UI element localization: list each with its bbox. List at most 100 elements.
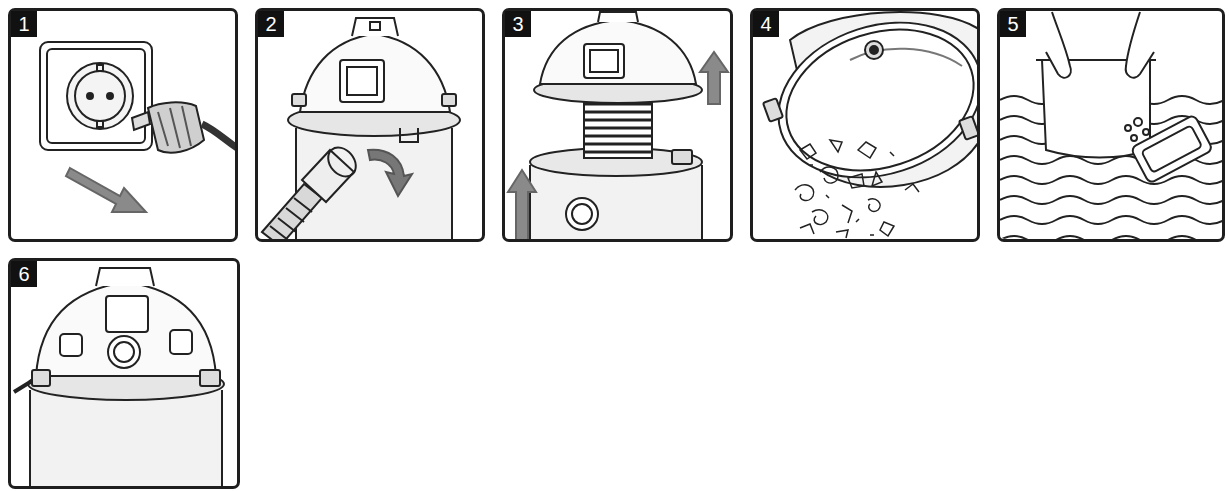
bubble [1125,125,1131,131]
handle [352,18,398,36]
motor-head [36,282,216,376]
empty-tank-illustration [758,11,977,238]
filter-pleats [584,104,652,152]
step-number: 5 [1007,14,1018,34]
unplug-illustration [40,42,235,212]
step-number: 4 [760,14,771,34]
debris [905,184,919,192]
handle [598,12,638,22]
step-number: 2 [265,14,276,34]
bubble [1143,129,1149,135]
switch-panel [340,60,384,102]
tank [296,128,452,239]
step-panel: 1 [8,8,238,242]
debris [842,205,852,223]
step-badge: 6 [11,261,37,287]
hose [262,184,322,239]
inlet [323,142,362,182]
hose-rings [270,198,312,239]
debris [858,142,876,158]
water [1000,216,1222,224]
water [1000,236,1222,239]
clip [200,370,220,386]
step-badge: 4 [753,11,779,37]
inlet-inner [572,204,592,224]
clip [292,94,306,106]
clip [442,94,456,106]
debris [795,185,814,201]
bubble [1134,118,1142,126]
float [865,41,883,59]
debris [810,152,894,235]
debris [880,222,894,236]
hand [1046,12,1071,78]
debris [800,144,816,159]
step-number: 3 [512,14,523,34]
hand [1126,12,1154,78]
switch-panel [584,44,624,78]
filter-cartridge [1131,115,1213,184]
step-panel: 5 [997,8,1225,242]
socket-hole [87,93,93,99]
plug-grip [158,106,191,148]
handle-grip [370,22,380,30]
debris [820,167,838,183]
earth-clip [97,121,103,127]
up-arrow [700,52,728,104]
lift-head-illustration [508,12,728,239]
bubble [1131,135,1137,141]
step-panel: 2 [255,8,485,242]
tank [30,390,222,486]
step-badge: 2 [258,11,284,37]
motor-head [300,34,450,112]
outlet-inner [114,342,134,362]
latch [400,128,418,142]
step-badge: 3 [505,11,531,37]
handle [96,268,154,286]
wall-plate-inner [47,49,145,143]
debris [830,140,842,152]
water [1000,176,1222,184]
switch-panel [106,296,148,332]
debris [848,174,864,188]
filter-cartridge [1131,115,1213,184]
up-arrow [508,170,536,239]
step-panel: 3 [502,8,733,242]
wall-plate [40,42,152,150]
port [60,334,82,356]
inlet [566,198,598,230]
debris [812,210,828,225]
clip [763,98,783,122]
step-badge: 1 [11,11,37,37]
switch [347,67,377,95]
debris [795,140,919,238]
debris [872,172,882,186]
step-badge: 5 [1000,11,1026,37]
outlet [108,336,140,368]
clip [32,370,50,386]
wash-filter-illustration [1000,12,1222,239]
float-center [870,46,878,54]
clip [672,150,692,164]
switch [590,50,618,72]
earth-clip [97,65,103,71]
socket [67,63,133,129]
remove-hose-illustration [262,18,460,239]
filter-cartridge [1141,125,1202,172]
step-panel: 4 [750,8,980,242]
step-number: 1 [18,14,29,34]
clip [959,116,977,140]
debris [836,230,848,238]
socket-hole [107,93,113,99]
water [1000,196,1222,204]
filter [584,96,652,158]
tank-lip [768,11,977,193]
tank-opening [758,11,977,203]
pull-arrow [66,168,146,212]
motor-head [540,20,696,84]
debris [868,199,880,211]
debris [800,224,814,234]
